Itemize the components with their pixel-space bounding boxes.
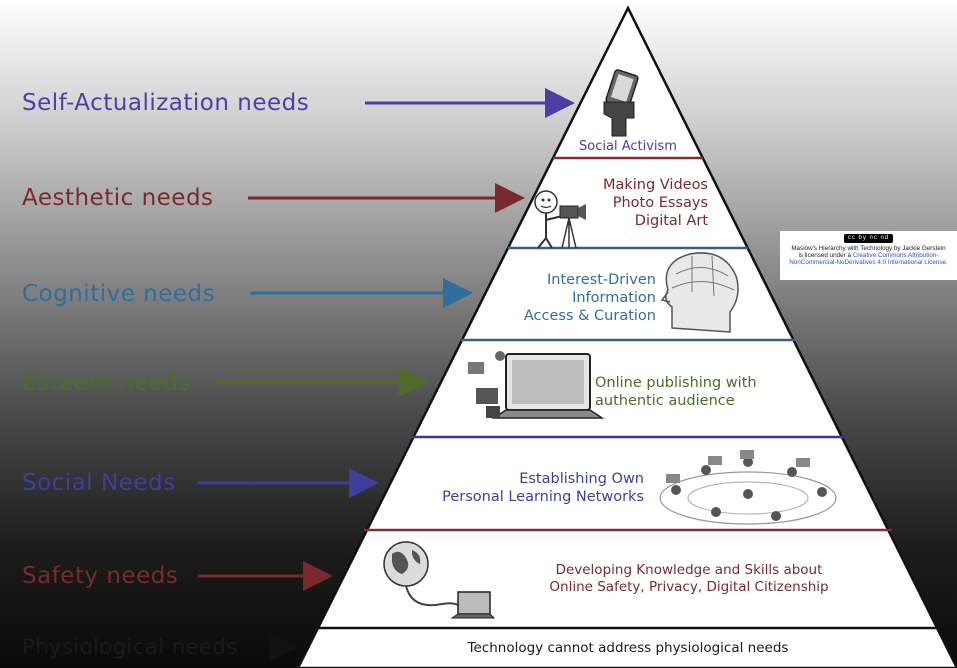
laptop-media-icon [468,351,605,419]
videographer-icon [534,190,586,249]
license-line-2-text: is licensed under a [798,252,851,260]
need-label-safety: Safety needs [22,563,179,589]
need-label-social: Social Needs [22,470,176,496]
tier-aesthetic-text: Making Videos Photo Essays Digital Art [560,176,708,230]
network-people-icon [659,450,837,525]
need-label-esteem: Esteem needs [22,370,192,396]
cc-license-badge: cc by nc nd [843,234,894,243]
license-link-2[interactable]: NonCommercial-NoDerivatives 4.0 Internat… [789,259,948,267]
tier-esteem-text: Online publishing with authentic audienc… [595,374,757,410]
license-line-2: is licensed under a Creative Commons Att… [780,252,957,259]
fist-phone-icon [603,69,639,137]
tier-line: Establishing Own [519,471,644,487]
phrenology-head-icon [660,252,739,333]
tier-line: Photo Essays [612,195,708,212]
need-label-aesthetic: Aesthetic needs [22,185,214,211]
tier-physiological-text: Technology cannot address physiological … [388,640,868,657]
need-label-physiological: Physiological needs [22,635,238,659]
tier-line: Digital Art [634,213,708,230]
tier-safety-text: Developing Knowledge and Skills about On… [496,562,882,596]
tier-social-text: Establishing Own Personal Learning Netwo… [390,470,644,506]
need-label-self-actualization: Self-Actualization needs [22,90,310,116]
tier-line: Technology cannot address physiological … [467,640,789,656]
tier-line: Information [572,290,656,307]
need-label-cognitive: Cognitive needs [22,281,216,307]
tier-line: authentic audience [595,393,735,410]
tier-line: Online publishing with [595,375,757,391]
tier-line: Making Videos [602,177,708,193]
tier-line: Social Activism [579,139,677,154]
pyramid-outline [296,5,957,668]
tier-line: Online Safety, Privacy, Digital Citizens… [549,578,829,595]
license-line-1: Maslow's Hierarchy with Technology by Ja… [791,244,946,252]
license-notice: cc by nc nd Maslow's Hierarchy with Tech… [780,231,957,280]
tier-cognitive-text: Interest-Driven Information Access & Cur… [480,271,656,325]
tier-self-actualization-text: Social Activism [568,139,688,155]
tier-line: Access & Curation [523,308,656,325]
tier-line: Developing Knowledge and Skills about [555,562,823,578]
tier-line: Personal Learning Networks [442,489,644,506]
globe-laptop-icon [383,541,496,619]
license-link-1[interactable]: Creative Commons Attribution- [852,252,939,260]
tier-line: Interest-Driven [547,272,656,288]
